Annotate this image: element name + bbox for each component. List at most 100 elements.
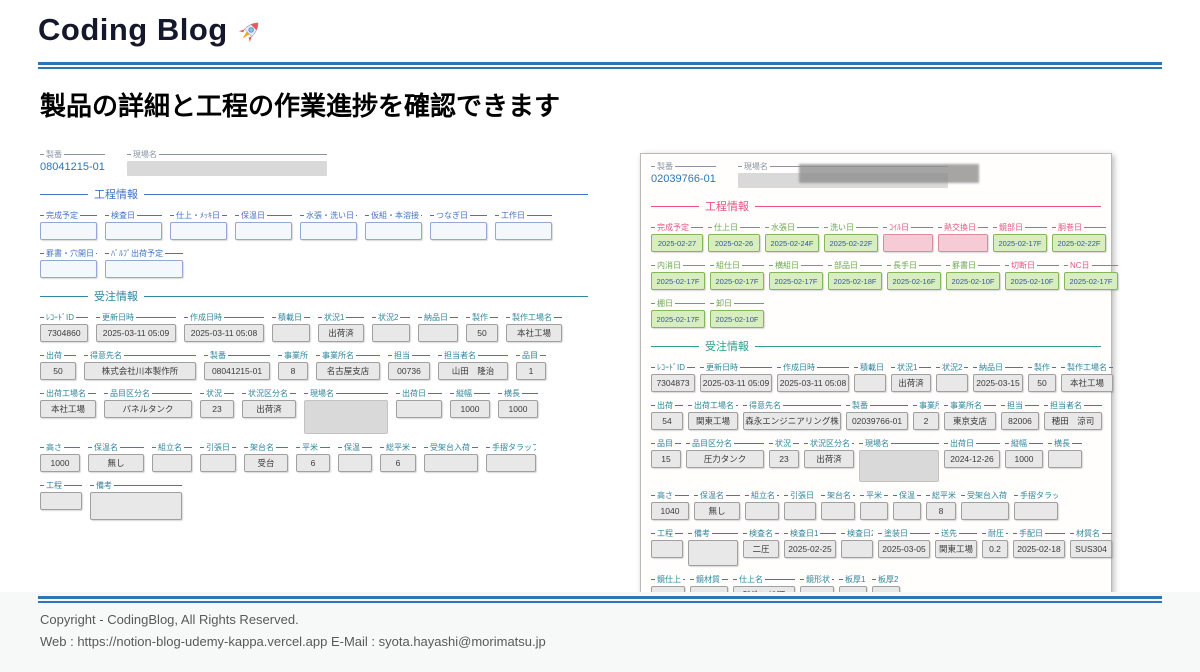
field-input[interactable]: 2025-02-26 — [708, 234, 760, 252]
field-input[interactable]: 23 — [200, 400, 234, 418]
field-input[interactable]: 2025-02-17F — [769, 272, 823, 290]
field-input[interactable]: 2025-03-05 — [878, 540, 930, 558]
field-input[interactable]: 1040 — [651, 502, 689, 520]
field-input[interactable]: 圧力タンク — [686, 450, 764, 468]
field-input[interactable]: 出荷済 — [804, 450, 854, 468]
field-input[interactable] — [883, 234, 933, 252]
field-input[interactable]: 82006 — [1001, 412, 1039, 430]
field-input[interactable]: 2025-02-24F — [765, 234, 819, 252]
field-input[interactable]: 2025-02-17F — [710, 272, 764, 290]
field-input[interactable]: 1000 — [40, 454, 80, 472]
field-input[interactable]: 二圧 — [743, 540, 779, 558]
field-input[interactable]: 2 — [913, 412, 939, 430]
field-input[interactable]: 名古屋支店 — [316, 362, 380, 380]
field-input[interactable]: 1000 — [450, 400, 490, 418]
field-input[interactable]: 02039766-01 — [846, 412, 908, 430]
field-input[interactable] — [40, 492, 82, 510]
field-input[interactable]: 50 — [1028, 374, 1056, 392]
field-input[interactable]: 本社工場 — [506, 324, 562, 342]
field-input[interactable] — [105, 260, 183, 278]
field-input[interactable] — [152, 454, 192, 472]
field-input[interactable]: 2025-02-18 — [1013, 540, 1065, 558]
field-input[interactable]: 東京支店 — [944, 412, 996, 430]
field-input[interactable]: 本社工場 — [1061, 374, 1113, 392]
redacted-field-input[interactable] — [859, 450, 939, 482]
field-input[interactable]: 50 — [466, 324, 498, 342]
field-input[interactable]: 2025-03-11 05:09 — [96, 324, 176, 342]
field-input[interactable]: 本社工場 — [40, 400, 96, 418]
field-input[interactable]: 出荷済 — [318, 324, 364, 342]
field-input[interactable]: 関東工場 — [935, 540, 977, 558]
field-input[interactable] — [365, 222, 422, 240]
site-name-redacted-field[interactable] — [126, 161, 327, 176]
field-input[interactable]: 無し — [694, 502, 740, 520]
field-input[interactable]: 森永エンジニアリング株 — [743, 412, 841, 430]
field-input[interactable]: 関東工場 — [688, 412, 738, 430]
field-input[interactable] — [396, 400, 442, 418]
field-input[interactable] — [90, 492, 182, 520]
field-input[interactable] — [938, 234, 988, 252]
field-input[interactable]: 2025-02-18F — [828, 272, 882, 290]
field-input[interactable]: 山田 隆治 — [438, 362, 508, 380]
field-input[interactable] — [235, 222, 292, 240]
field-input[interactable]: 23 — [769, 450, 799, 468]
field-input[interactable]: 株式会社川本製作所 — [84, 362, 196, 380]
field-input[interactable] — [495, 222, 552, 240]
field-input[interactable] — [936, 374, 968, 392]
field-input[interactable]: 1000 — [1005, 450, 1043, 468]
field-input[interactable] — [338, 454, 372, 472]
field-input[interactable]: 2025-03-11 05:09 — [700, 374, 772, 392]
field-input[interactable]: 2025-02-27 — [651, 234, 703, 252]
field-input[interactable]: 08041215-01 — [204, 362, 270, 380]
field-input[interactable]: 6 — [296, 454, 330, 472]
field-input[interactable]: 2025-03-15 — [973, 374, 1023, 392]
field-input[interactable]: 2025-02-17F — [651, 272, 705, 290]
field-input[interactable]: 2025-02-17F — [651, 310, 705, 328]
field-input[interactable]: 2025-03-11 05:08 — [777, 374, 849, 392]
field-input[interactable]: 2025-02-10F — [1005, 272, 1059, 290]
field-input[interactable] — [105, 222, 162, 240]
field-input[interactable] — [486, 454, 536, 472]
field-input[interactable] — [372, 324, 410, 342]
field-input[interactable] — [1014, 502, 1058, 520]
field-input[interactable]: 2025-02-22F — [824, 234, 878, 252]
field-input[interactable]: 2025-02-17F — [1064, 272, 1118, 290]
field-input[interactable]: 2025-03-11 05:08 — [184, 324, 264, 342]
field-input[interactable] — [745, 502, 779, 520]
field-input[interactable]: 無し — [88, 454, 144, 472]
redacted-field-input[interactable] — [304, 400, 388, 434]
field-input[interactable] — [300, 222, 357, 240]
field-input[interactable] — [688, 540, 738, 566]
field-input[interactable] — [651, 540, 683, 558]
field-input[interactable]: パネルタンク — [104, 400, 192, 418]
field-input[interactable] — [841, 540, 873, 558]
field-input[interactable]: 2025-02-25 — [784, 540, 836, 558]
field-input[interactable] — [784, 502, 816, 520]
field-input[interactable]: 穂田 涼司 — [1044, 412, 1102, 430]
field-input[interactable]: 出荷済 — [891, 374, 931, 392]
field-input[interactable]: 2025-02-17F — [993, 234, 1047, 252]
field-input[interactable]: 出荷済 — [242, 400, 296, 418]
field-input[interactable] — [40, 260, 97, 278]
field-input[interactable] — [40, 222, 97, 240]
field-input[interactable] — [200, 454, 236, 472]
field-input[interactable] — [961, 502, 1009, 520]
field-input[interactable] — [854, 374, 886, 392]
field-input[interactable]: 1 — [516, 362, 546, 380]
field-input[interactable] — [418, 324, 458, 342]
field-input[interactable]: 7304873 — [651, 374, 695, 392]
field-input[interactable] — [1048, 450, 1082, 468]
field-input[interactable]: 54 — [651, 412, 683, 430]
field-input[interactable] — [893, 502, 921, 520]
field-input[interactable] — [272, 324, 310, 342]
field-input[interactable]: 2025-02-22F — [1052, 234, 1106, 252]
field-input[interactable]: 1000 — [498, 400, 538, 418]
field-input[interactable]: 15 — [651, 450, 681, 468]
field-input[interactable]: 8 — [278, 362, 308, 380]
field-input[interactable]: 0.2 — [982, 540, 1008, 558]
field-input[interactable]: 00736 — [388, 362, 430, 380]
site-logo-text[interactable]: Coding Blog — [38, 12, 228, 47]
field-input[interactable] — [860, 502, 888, 520]
field-input[interactable]: 2024-12-26 — [944, 450, 1000, 468]
field-input[interactable] — [821, 502, 855, 520]
